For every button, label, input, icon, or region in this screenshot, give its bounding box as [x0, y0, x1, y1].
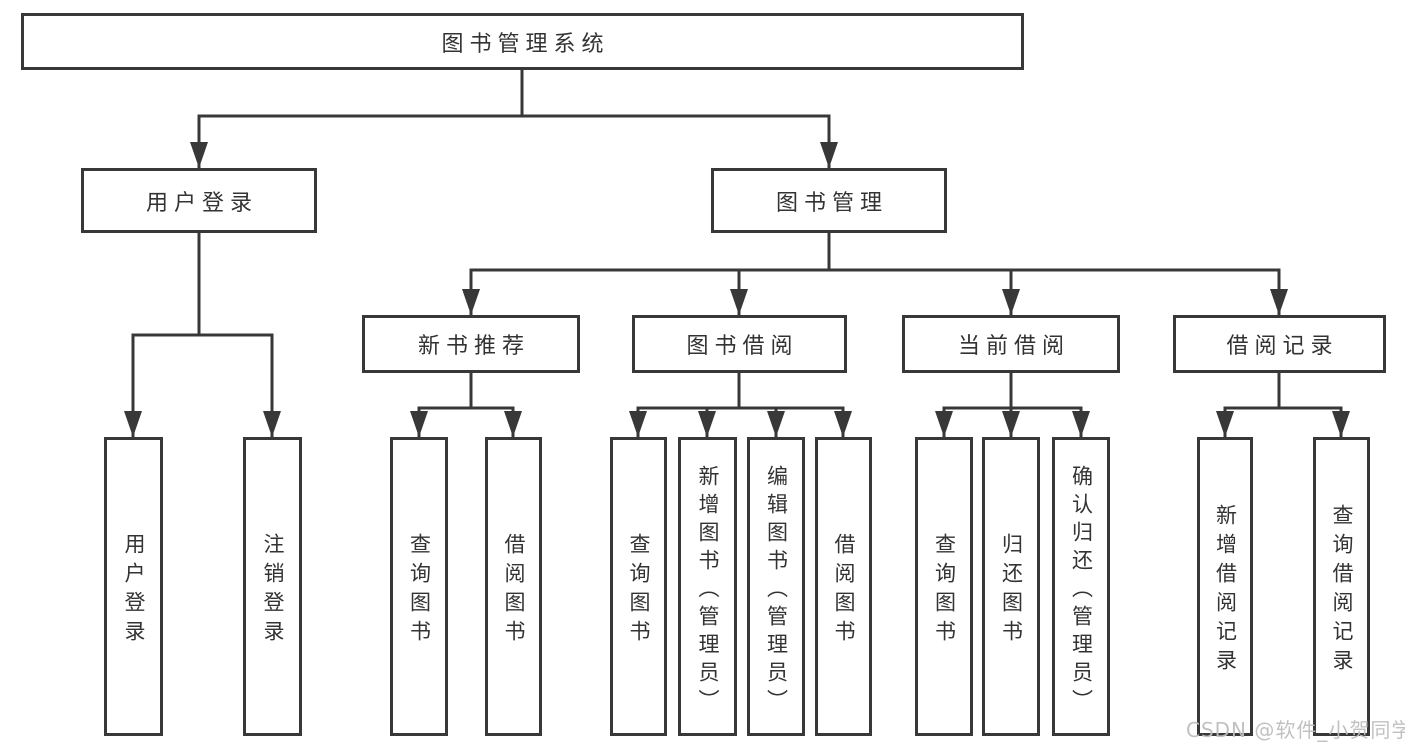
node-user-login-label: 用户登录: [145, 190, 258, 216]
node-book-borrow: 图书借阅: [632, 315, 847, 373]
node-borrow-records: 借阅记录: [1173, 315, 1386, 373]
edge-newbook-bus: [417, 370, 515, 410]
leaf-borrow-borrow-books: 借阅图书: [815, 437, 872, 736]
node-new-book-recommend-label: 新书推荐: [417, 334, 530, 359]
leaf-current-return-books-label: 归还图书: [999, 532, 1024, 649]
leaf-records-query-record: 查询借阅记录: [1313, 437, 1370, 736]
node-borrow-records-label: 借阅记录: [1226, 334, 1339, 359]
leaf-borrow-add-books-admin: 新增图书（管理员）: [678, 437, 737, 736]
leaf-current-query-books-label: 查询图书: [932, 532, 957, 649]
leaf-newbook-borrow-books-label: 借阅图书: [502, 532, 526, 649]
leaf-borrow-borrow-books-label: 借阅图书: [832, 532, 856, 649]
edge-userlogin-bus: [131, 230, 274, 337]
edge-bookmgmt-bus: [469, 230, 1281, 272]
edge-current-bus: [942, 370, 1083, 410]
node-new-book-recommend: 新书推荐: [362, 315, 580, 373]
leaf-logout-label: 注销登录: [261, 532, 285, 649]
node-book-management-label: 图书管理: [775, 190, 888, 216]
node-root-label: 图书管理系统: [441, 31, 610, 57]
leaf-current-confirm-return-admin-label: 确认归还（管理员）: [1069, 464, 1094, 717]
leaf-current-confirm-return-admin: 确认归还（管理员）: [1052, 437, 1110, 736]
leaf-user-login-label: 用户登录: [122, 532, 146, 649]
connector-group: [124, 66, 1350, 439]
csdn-watermark: CSDN @软件_小贺同学: [1186, 718, 1405, 742]
node-user-login: 用户登录: [81, 168, 317, 233]
leaf-borrow-query-books-label: 查询图书: [627, 532, 651, 649]
edge-records-bus: [1223, 370, 1343, 410]
node-book-borrow-label: 图书借阅: [686, 334, 799, 359]
node-root-system: 图书管理系统: [21, 13, 1024, 70]
leaf-newbook-query-books-label: 查询图书: [407, 532, 432, 649]
leaf-borrow-query-books: 查询图书: [610, 437, 667, 736]
edge-borrow-bus: [636, 370, 845, 410]
leaf-current-query-books: 查询图书: [915, 437, 973, 736]
leaf-newbook-query-books: 查询图书: [390, 437, 448, 736]
leaf-borrow-edit-books-admin-label: 编辑图书（管理员）: [764, 464, 789, 717]
node-book-management: 图书管理: [711, 168, 947, 233]
leaf-records-add-record: 新增借阅记录: [1197, 437, 1253, 736]
leaf-records-add-record-label: 新增借阅记录: [1213, 503, 1238, 678]
leaf-borrow-add-books-admin-label: 新增图书（管理员）: [696, 464, 720, 717]
leaf-current-return-books: 归还图书: [982, 437, 1040, 736]
leaf-logout: 注销登录: [243, 437, 302, 736]
leaf-newbook-borrow-books: 借阅图书: [485, 437, 542, 736]
node-current-borrow-label: 当前借阅: [957, 334, 1070, 359]
node-current-borrow: 当前借阅: [902, 315, 1120, 373]
leaf-records-query-record-label: 查询借阅记录: [1330, 503, 1354, 678]
leaf-borrow-edit-books-admin: 编辑图书（管理员）: [747, 437, 805, 736]
leaf-user-login: 用户登录: [104, 437, 163, 736]
edge-root-bus: [197, 66, 831, 118]
